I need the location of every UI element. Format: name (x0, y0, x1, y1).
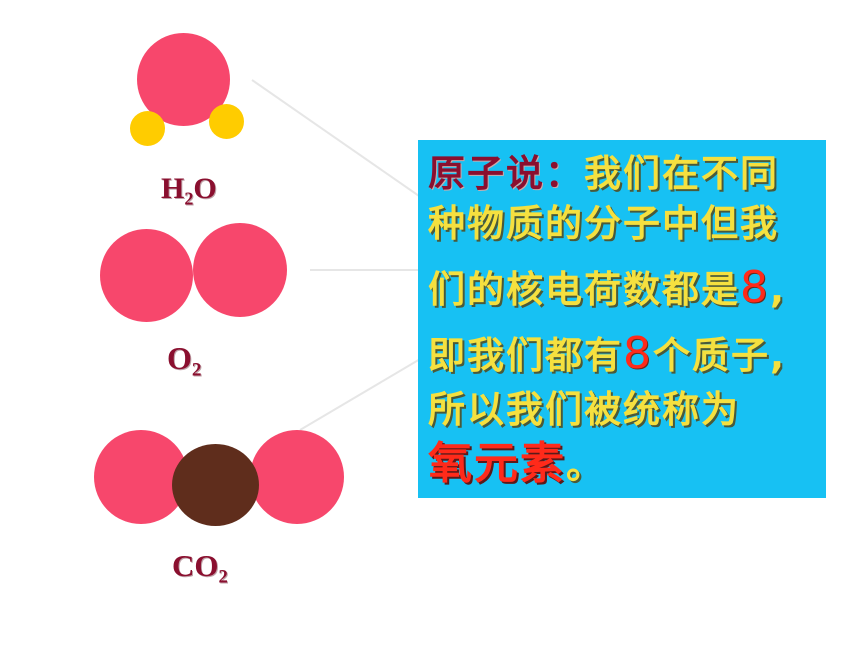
oxygen-atom-right (193, 223, 287, 317)
co2-carbon-atom (172, 444, 259, 526)
oxygen-atom-left (100, 229, 193, 322)
textbox-line-6: 氧元素。 (428, 438, 605, 489)
water-hydrogen-atom-left (130, 111, 165, 146)
textbox-line-1: 原子说：我们在不同 (428, 152, 779, 195)
textbox-line-5: 所以我们被统称为 (428, 388, 740, 431)
charge-number: 8 (740, 262, 770, 313)
textbox-line-4: 即我们都有8个质子, (428, 328, 787, 379)
co2-formula: CO2 (172, 548, 228, 588)
water-hydrogen-atom-right (209, 104, 244, 139)
speaker-label: 原子说： (428, 152, 584, 195)
water-formula: H2O (161, 172, 217, 209)
textbox-line-3: 们的核电荷数都是8, (428, 262, 787, 313)
connector-co2 (299, 351, 433, 431)
connector-water (251, 79, 433, 206)
oxygen-formula: O2 (167, 340, 202, 381)
co2-oxygen-atom-right (250, 430, 344, 524)
oxygen-element-label: 氧元素 (428, 438, 566, 489)
proton-number: 8 (623, 328, 653, 379)
textbox-line-2: 种物质的分子中但我 (428, 202, 779, 245)
explanation-textbox: 原子说：我们在不同 种物质的分子中但我 们的核电荷数都是8, 即我们都有8个质子… (418, 140, 826, 498)
